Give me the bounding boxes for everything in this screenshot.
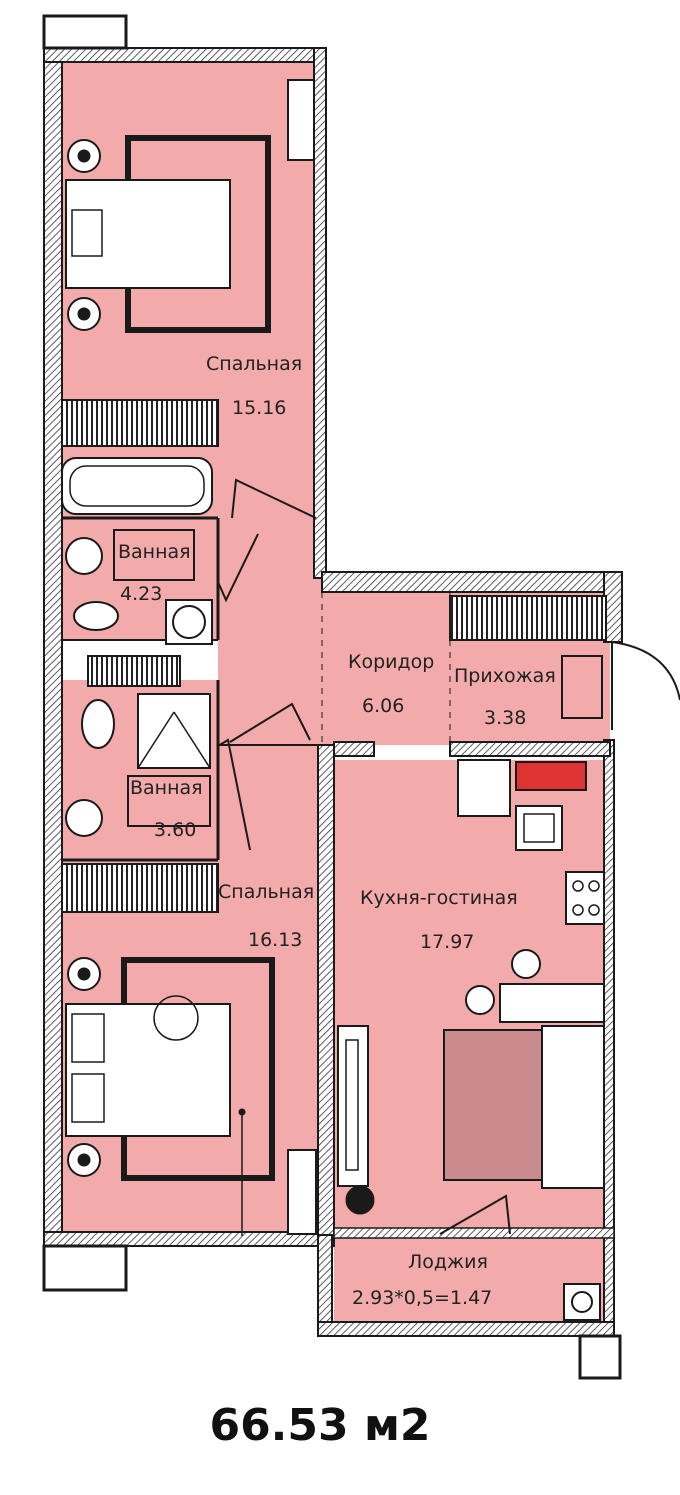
wall-kitchen-left <box>317 744 335 1236</box>
kitchen-furniture <box>337 759 605 1235</box>
bedroom-2-furniture <box>61 863 317 1236</box>
sofa <box>541 1025 605 1189</box>
wall-loggia-bottom <box>317 1321 615 1337</box>
walls <box>43 47 623 1341</box>
hallway-name: Прихожая <box>454 665 556 687</box>
room-labels: Спальная 15.16 Ванная 4.23 Коридор 6.06 … <box>118 353 556 1309</box>
radiator-bath <box>87 655 181 687</box>
bathroom-1-name: Ванная <box>118 541 191 563</box>
wall-hall-kitchen <box>449 741 611 757</box>
bedroom-1-area: 15.16 <box>232 397 286 419</box>
wall-right-lower <box>603 739 615 1341</box>
toilet-1 <box>73 601 119 631</box>
hall-wardrobe <box>449 595 607 641</box>
stove-top <box>515 761 587 791</box>
loggia-notch <box>578 1334 622 1380</box>
tv-stand <box>337 1025 369 1187</box>
radiator-2 <box>61 863 219 913</box>
corridor-door <box>229 702 311 743</box>
kitchen-living-name: Кухня-гостиная <box>360 887 518 909</box>
hallway-area: 3.38 <box>484 707 526 729</box>
sink-1 <box>65 537 103 575</box>
hob <box>565 871 605 925</box>
wall-hall-top <box>321 571 623 593</box>
wall-bottom <box>43 1231 335 1247</box>
bed-1 <box>65 179 231 289</box>
sink-2 <box>65 799 103 837</box>
fridge <box>457 759 511 817</box>
loggia-area: 2.93*0,5=1.47 <box>352 1287 492 1309</box>
corridor-area: 6.06 <box>362 695 404 717</box>
bedroom-2-area: 16.13 <box>248 929 302 951</box>
bedroom-2-name: Спальная <box>218 881 314 903</box>
hall-bench <box>561 655 603 719</box>
bath-label-box-2 <box>127 775 211 827</box>
bathroom-1-door <box>217 533 259 603</box>
wall-loggia-left <box>317 1231 333 1333</box>
radiator-1 <box>61 399 219 447</box>
wardrobe-1 <box>287 79 315 161</box>
bathroom-2-door <box>217 738 251 851</box>
bottom-notch <box>42 1244 128 1292</box>
wall-left <box>43 47 63 1249</box>
loggia-door <box>439 1194 511 1235</box>
bathroom-2-name: Ванная <box>130 777 203 799</box>
bedroom-1-furniture <box>61 79 317 519</box>
wall-kitchen-top <box>333 741 375 757</box>
wall-loggia-partition <box>333 1227 615 1239</box>
corridor-name: Коридор <box>348 651 434 673</box>
pillow-1 <box>71 209 103 257</box>
bed-2 <box>65 1003 231 1137</box>
person-figure <box>153 995 199 1041</box>
bathtub <box>61 457 213 515</box>
corridor-fill <box>218 580 450 745</box>
toilet-2 <box>81 699 115 749</box>
chair-2 <box>465 985 495 1015</box>
bath-label-box-1 <box>113 529 195 581</box>
bathroom-2-fixtures <box>65 655 311 851</box>
loggia-name: Лоджия <box>408 1251 488 1273</box>
total-area: 66.53 м2 <box>209 1400 431 1451</box>
sofa-rug <box>443 1029 553 1181</box>
bedroom-1-name: Спальная <box>206 353 302 375</box>
kitchen-living-area: 17.97 <box>420 931 474 953</box>
plant <box>345 1185 375 1215</box>
wardrobe-2 <box>287 1149 317 1235</box>
bathroom-1-area: 4.23 <box>120 583 162 605</box>
bedroom-1-door <box>231 478 317 519</box>
hallway-fixtures <box>449 595 680 730</box>
bathroom-1-fixtures <box>61 457 259 645</box>
top-notch <box>42 14 128 50</box>
loggia-fill <box>334 1238 604 1328</box>
chair-1 <box>511 949 541 979</box>
bathroom-2-area: 3.60 <box>154 819 196 841</box>
wall-bedroom1-right <box>313 47 327 579</box>
loggia-fixtures <box>563 1283 601 1321</box>
dining-table <box>499 983 605 1023</box>
kitchen-sink <box>515 805 563 851</box>
shower <box>137 693 211 769</box>
loggia-box <box>563 1283 601 1321</box>
entrance-door <box>611 641 680 730</box>
wall-top <box>43 47 327 63</box>
